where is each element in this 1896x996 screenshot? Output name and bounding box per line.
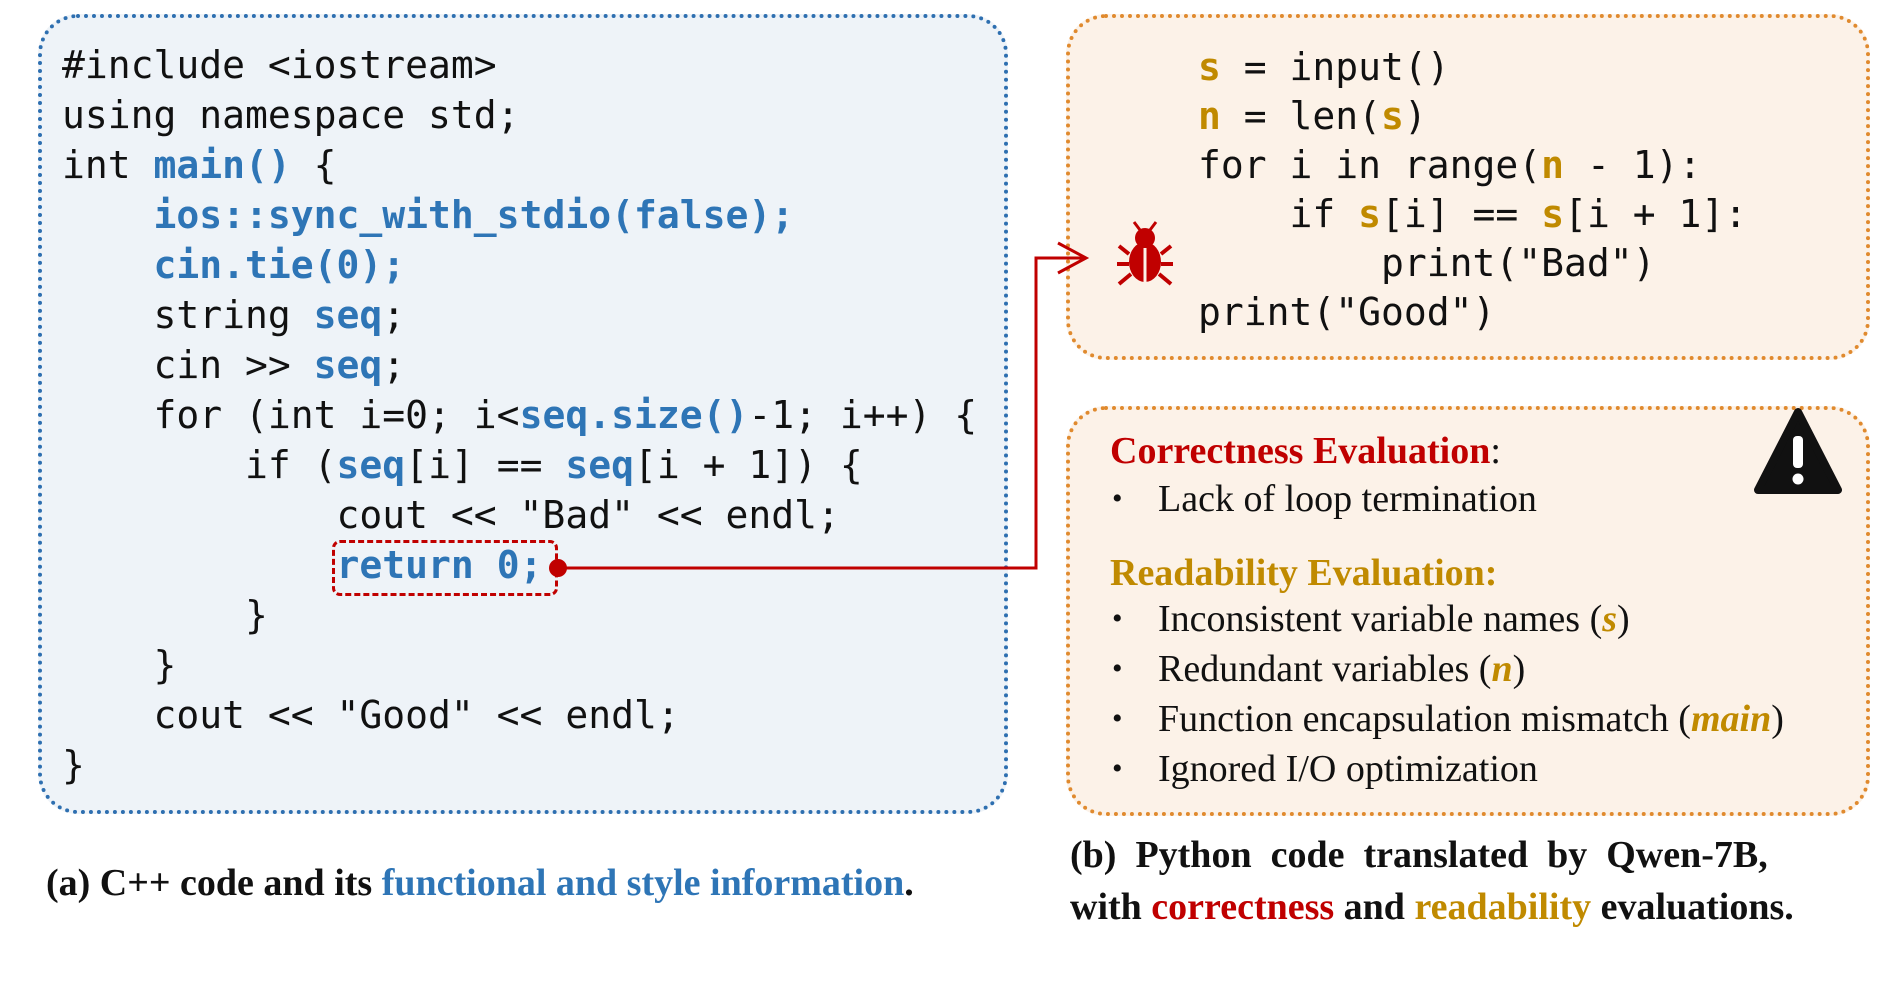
python-code-line: n = len(s) [1198, 97, 1427, 135]
cpp-code-line: int main() { [62, 146, 337, 184]
cpp-code-token: cin.tie(0); [153, 243, 406, 287]
python-code-token: s [1381, 94, 1404, 138]
caption-b-line2: with correctness and readability evaluat… [1070, 886, 1794, 928]
bullet: • [1112, 752, 1123, 785]
cpp-code-token: main() [153, 143, 291, 187]
python-code-token: print("Good") [1198, 290, 1496, 334]
python-code-line: s = input() [1198, 48, 1450, 86]
python-code-token: s [1358, 192, 1382, 236]
python-code-token: n [1198, 94, 1221, 138]
cpp-code-token: seq [313, 343, 383, 387]
python-code-token: if [1198, 192, 1359, 236]
cpp-code-token: return 0; [336, 543, 543, 587]
cpp-code-token: seq.size() [519, 393, 749, 437]
readability-item: Redundant variables (n) [1158, 648, 1526, 690]
caption-a: (a) C++ code and its functional and styl… [46, 862, 914, 904]
cpp-code-token: using namespace std; [62, 93, 520, 137]
arrow-head [1057, 241, 1090, 275]
evaluation-panel [1066, 406, 1870, 816]
bullet: • [1112, 652, 1123, 685]
bullet: • [1112, 702, 1123, 735]
python-code-token: = len( [1220, 94, 1382, 138]
python-code-line: print("Good") [1198, 293, 1495, 331]
cpp-code-line: ios::sync_with_stdio(false); [62, 193, 795, 237]
python-code-line: for i in range(n - 1): [1198, 146, 1701, 184]
readability-heading: Readability Evaluation: [1110, 552, 1498, 594]
python-code-line: print("Bad") [1198, 244, 1656, 282]
cpp-code-token: cin >> [62, 343, 314, 387]
cpp-code-token: { [290, 143, 337, 187]
cpp-code-line: #include <iostream> [62, 46, 497, 84]
python-code-token: s [1198, 45, 1221, 89]
readability-item: Inconsistent variable names (s) [1158, 598, 1630, 640]
python-code-token: - 1): [1564, 143, 1702, 187]
cpp-code-token: cout << "Good" << endl; [62, 693, 680, 737]
cpp-code-line: } [62, 643, 177, 687]
cpp-code-token: ; [382, 343, 406, 387]
python-code-panel [1066, 14, 1870, 360]
cpp-code-token: } [62, 643, 177, 687]
cpp-code-line: cin.tie(0); [62, 243, 406, 287]
warning-icon [1754, 408, 1842, 494]
cpp-code-line: return 0; [62, 543, 543, 587]
cpp-code-line: } [62, 746, 85, 784]
cpp-code-token: } [62, 743, 85, 787]
cpp-code-line: cout << "Good" << endl; [62, 696, 680, 734]
readability-item: Ignored I/O optimization [1158, 748, 1538, 790]
bug-icon [1117, 221, 1173, 286]
python-code-token: ) [1403, 94, 1427, 138]
bullet: • [1112, 602, 1123, 635]
correctness-item: Lack of loop termination [1158, 478, 1537, 520]
python-code-token: n [1541, 143, 1565, 187]
cpp-code-token: seq [565, 443, 634, 487]
cpp-code-token: -1; i++) { [748, 393, 978, 437]
cpp-code-token: } [62, 593, 268, 637]
cpp-code-token: ios::sync_with_stdio(false); [153, 193, 795, 237]
cpp-code-line: if (seq[i] == seq[i + 1]) { [62, 446, 863, 484]
python-code-token: print("Bad") [1198, 241, 1656, 285]
python-code-token: s [1541, 192, 1565, 236]
cpp-code-line: } [62, 596, 268, 634]
cpp-code-token: seq [336, 443, 406, 487]
caption-b-line1: (b) Python code translated by Qwen-7B, [1070, 834, 1768, 876]
cpp-code-token: if ( [62, 443, 337, 487]
bullet: • [1112, 482, 1123, 515]
cpp-code-line: string seq; [62, 293, 406, 337]
cpp-code-line: using namespace std; [62, 96, 520, 134]
cpp-code-token: cout << "Bad" << endl; [62, 493, 840, 537]
python-code-token: = input() [1220, 45, 1450, 89]
cpp-code-line: for (int i=0; i<seq.size()-1; i++) { [62, 393, 978, 437]
cpp-code-token: [i] == [405, 443, 566, 487]
readability-item: Function encapsulation mismatch (main) [1158, 698, 1784, 740]
connector-line [558, 256, 1084, 570]
cpp-code-token: [i + 1]) { [633, 443, 863, 487]
cpp-code-token: int [62, 143, 154, 187]
cpp-code-token: ; [382, 293, 406, 337]
cpp-code-token: string [62, 293, 314, 337]
python-code-token: for i in range( [1198, 143, 1542, 187]
cpp-code-token: seq [313, 293, 383, 337]
cpp-code-line: cout << "Bad" << endl; [62, 496, 840, 534]
python-code-line: if s[i] == s[i + 1]: [1198, 192, 1748, 236]
cpp-code-panel [38, 14, 1008, 814]
python-code-token: [i + 1]: [1564, 192, 1748, 236]
cpp-code-token: for (int i=0; i< [62, 393, 520, 437]
cpp-code-line: cin >> seq; [62, 343, 406, 387]
cpp-code-token: #include <iostream> [62, 43, 497, 87]
correctness-heading: Correctness Evaluation: [1110, 430, 1501, 472]
python-code-token: [i] == [1381, 192, 1542, 236]
